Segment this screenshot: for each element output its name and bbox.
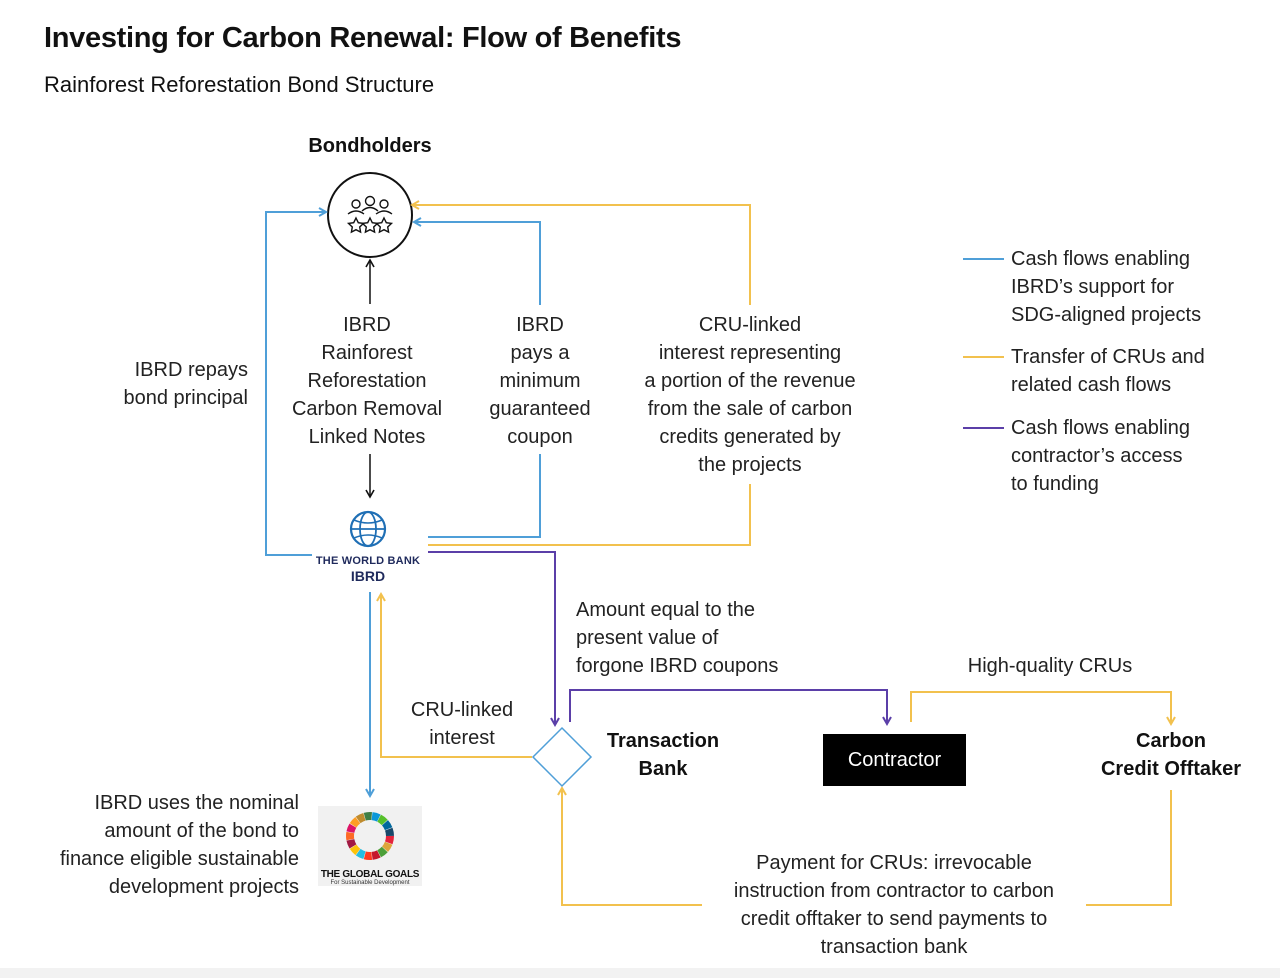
world-bank-logo: THE WORLD BANK IBRD [312,510,424,586]
ibrd-name: IBRD [350,568,386,584]
world-bank-name: THE WORLD BANK [315,555,421,567]
flow-ibrd-to-bank [428,551,555,725]
legend-swatch-yellow [963,356,1004,358]
flow-repays-principal [265,212,326,556]
group-star-people-icon [346,195,394,234]
global-goals-subtitle: For Sustainable Development [330,880,410,886]
bondholders-label: Bondholders [308,135,432,157]
legend-swatch-purple [963,427,1004,429]
globe-icon [349,510,387,548]
high-quality-cru-label: High-quality CRUs [967,655,1133,677]
flow-bank-to-contractor [569,689,887,724]
contractor-node: Contractor [823,734,966,786]
flow-coupon-upper [414,222,541,305]
bottom-strip [0,968,1280,978]
flow-payment-left [562,788,702,906]
flow-coupon-lower [428,454,541,538]
diamond-icon [531,726,593,788]
page-title: Investing for Carbon Renewal: Flow of Be… [44,22,682,54]
global-goals-title: THE GLOBAL GOALS [320,869,420,880]
flow-cru-interest-upper [412,205,751,305]
flow-payment-right [1086,790,1172,906]
sdg-wheel-icon [346,812,394,860]
flow-high-quality-cru [910,691,1171,724]
flow-cru-interest-lower [428,484,751,546]
bondholders-node [327,172,413,258]
page-subtitle: Rainforest Reforestation Bond Structure [44,72,435,97]
flow-bank-to-ibrd [381,594,532,758]
global-goals-logo: THE GLOBAL GOALS For Sustainable Develop… [318,806,422,886]
legend-swatch-blue [963,258,1004,260]
